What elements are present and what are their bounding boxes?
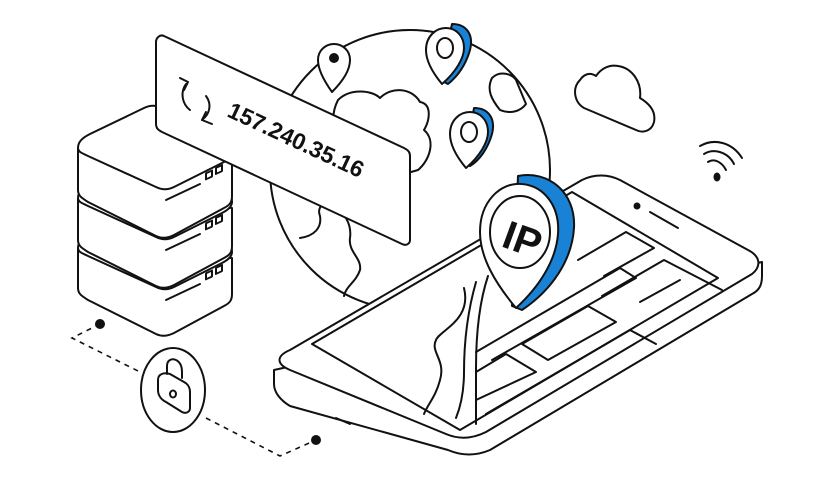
refresh-icon — [179, 77, 213, 125]
wifi-icon — [699, 141, 743, 182]
location-pin-icon — [449, 107, 494, 169]
cloud-icon — [574, 64, 656, 133]
ip-address-card: 157.240.35.16 — [155, 34, 411, 246]
ip-pin-icon: IP — [479, 174, 576, 311]
location-pin-icon — [317, 43, 351, 93]
server-stack-icon — [77, 104, 233, 337]
map-icon — [311, 191, 723, 431]
lock-icon — [140, 347, 206, 433]
location-pin-icon — [425, 23, 472, 85]
secure-connection — [70, 319, 321, 457]
